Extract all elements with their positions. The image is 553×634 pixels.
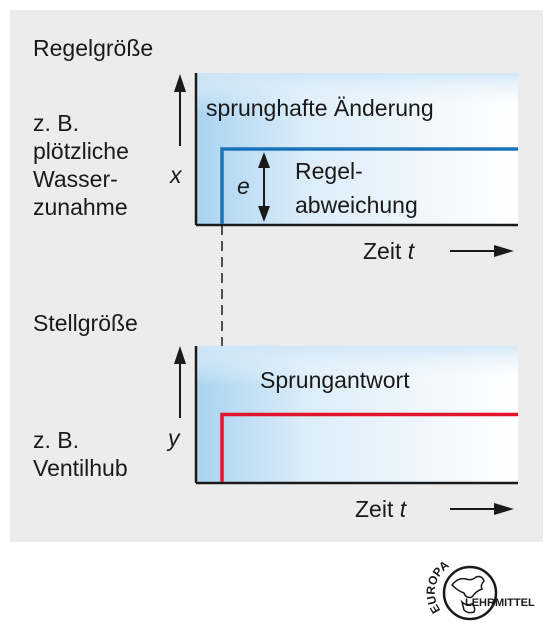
deviation-symbol: e [237, 173, 250, 199]
deviation-label-line-1: Regel- [295, 158, 363, 184]
top-time-label: Zeit t [363, 238, 416, 264]
top-axis-up-arrow-icon [174, 74, 186, 146]
bottom-time-arrow-icon [450, 503, 514, 515]
bottom-example-line-1: z. B. [33, 427, 79, 453]
manipulated-variable-section: Stellgröße z. B. Ventilhub y Sprungantwo… [33, 310, 518, 522]
deviation-double-arrow-icon [258, 152, 270, 222]
bottom-title: Stellgröße [33, 310, 138, 336]
bottom-time-label: Zeit t [355, 496, 408, 522]
bottom-example-line-2: Ventilhub [33, 455, 128, 481]
logo-text-lehrmittel: LEHRMITTEL [465, 597, 535, 609]
globe-europe-icon [442, 565, 498, 621]
top-example-line-2: plötzliche [33, 138, 129, 164]
top-example-line-3: Wasser- [33, 166, 118, 192]
manipulated-variable-response-line [220, 412, 518, 482]
control-variable-step-line [220, 147, 518, 224]
top-axis-symbol: x [169, 162, 183, 188]
step-change-label: sprunghafte Änderung [206, 95, 434, 121]
deviation-label-line-2: abweichung [295, 192, 418, 218]
step-response-label: Sprungantwort [260, 367, 410, 393]
top-example-line-4: zunahme [33, 194, 128, 220]
bottom-axis-up-arrow-icon [174, 346, 186, 418]
bottom-axis-symbol: y [166, 425, 181, 451]
control-variable-section: Regelgröße z. B. plötzliche Wasser- zuna… [33, 35, 518, 264]
top-title: Regelgröße [33, 35, 153, 61]
top-time-arrow-icon [450, 245, 514, 257]
top-example-line-1: z. B. [33, 110, 79, 136]
publisher-logo: EUROPA LEHRMITTEL [424, 557, 535, 621]
